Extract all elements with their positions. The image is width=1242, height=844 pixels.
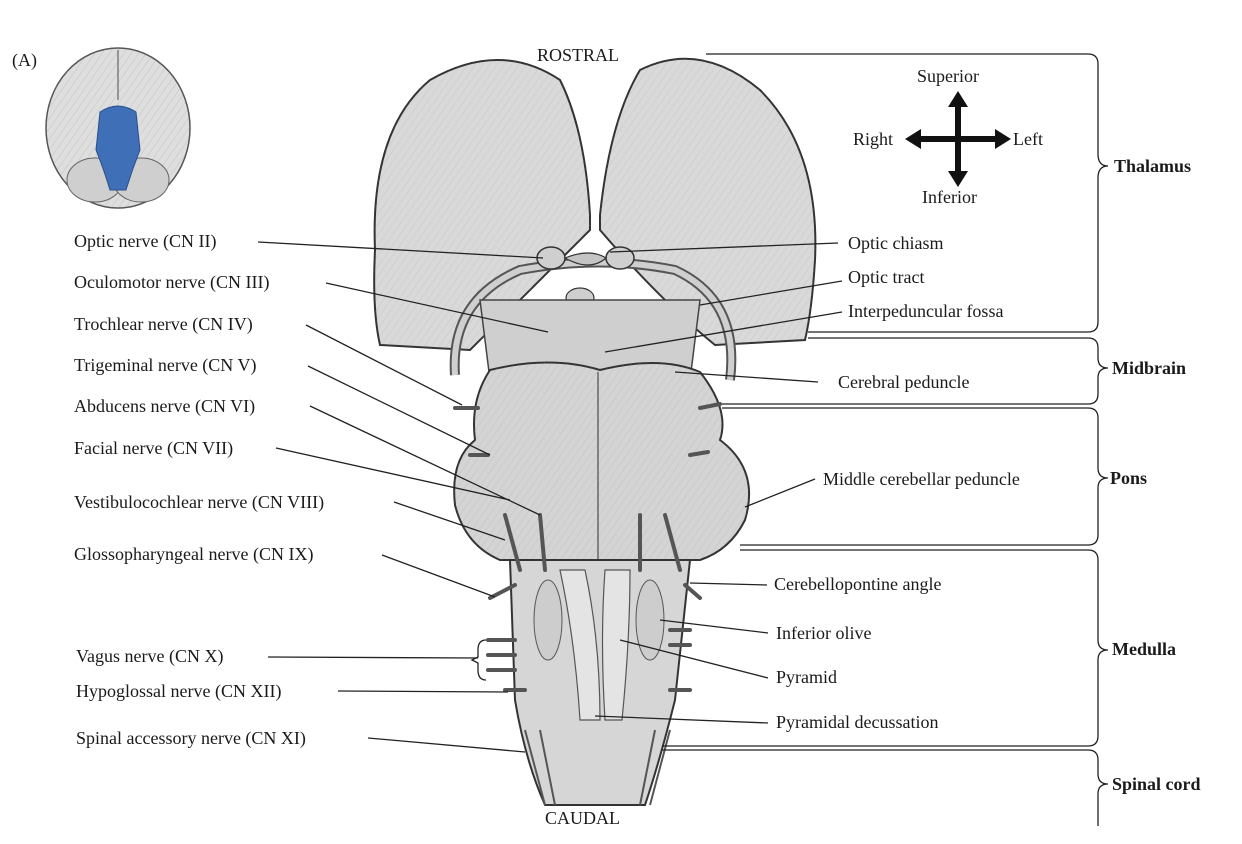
superior-label: Superior: [917, 66, 979, 86]
label-interpeduncular-fossa: Interpeduncular fossa: [848, 301, 1004, 321]
label-middle-cerebellar-peduncle: Middle cerebellar peduncle: [823, 469, 1020, 489]
region-pons: Pons: [1110, 468, 1148, 488]
brainstem-drawing: [453, 299, 751, 806]
label-vestibulocochlear-nerve: Vestibulocochlear nerve (CN VIII): [74, 492, 325, 512]
inset-brain-thumbnail: [45, 47, 191, 209]
region-brackets: [662, 53, 1109, 826]
label-hypoglossal-nerve: Hypoglossal nerve (CN XII): [76, 681, 282, 701]
label-glossopharyngeal-nerve: Glossopharyngeal nerve (CN IX): [74, 544, 314, 564]
label-pyramidal-decussation: Pyramidal decussation: [776, 712, 939, 732]
label-pyramid: Pyramid: [776, 667, 837, 687]
label-optic-chiasm: Optic chiasm: [848, 233, 944, 253]
left-label: Left: [1013, 129, 1043, 149]
label-inferior-olive: Inferior olive: [776, 623, 872, 643]
panel-label: (A): [12, 50, 37, 70]
label-cerebral-peduncle: Cerebral peduncle: [838, 372, 970, 392]
label-vagus-nerve: Vagus nerve (CN X): [76, 646, 224, 666]
label-abducens-nerve: Abducens nerve (CN VI): [74, 396, 256, 416]
thalamus-drawing: [373, 57, 817, 381]
label-oculomotor-nerve: Oculomotor nerve (CN III): [74, 272, 270, 292]
label-facial-nerve: Facial nerve (CN VII): [74, 438, 234, 458]
rostral-label: ROSTRAL: [537, 45, 620, 65]
inferior-label: Inferior: [922, 187, 977, 207]
label-trigeminal-nerve: Trigeminal nerve (CN V): [74, 355, 257, 375]
label-trochlear-nerve: Trochlear nerve (CN IV): [74, 314, 253, 334]
label-optic-nerve: Optic nerve (CN II): [74, 231, 217, 251]
caudal-label: CAUDAL: [545, 808, 620, 828]
region-thalamus: Thalamus: [1114, 156, 1192, 176]
region-medulla: Medulla: [1112, 639, 1177, 659]
label-cerebellopontine-angle: Cerebellopontine angle: [774, 574, 942, 594]
leader-lines: [257, 241, 843, 753]
region-spinal-cord: Spinal cord: [1112, 774, 1201, 794]
label-optic-tract: Optic tract: [848, 267, 925, 287]
label-spinal-accessory-nerve: Spinal accessory nerve (CN XI): [76, 728, 306, 748]
region-midbrain: Midbrain: [1112, 358, 1187, 378]
orientation-compass: [905, 91, 1011, 187]
right-label: Right: [853, 129, 894, 149]
